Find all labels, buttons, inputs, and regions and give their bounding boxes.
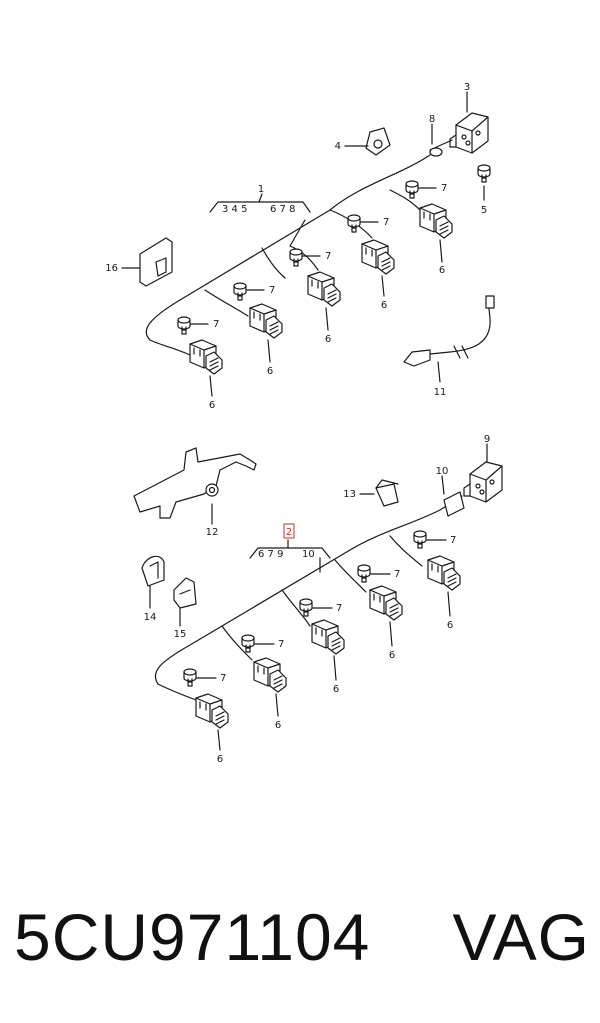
group-label-2: 2 — [286, 527, 292, 538]
group-refs-left: 6 7 9 — [258, 549, 283, 560]
contact-pin — [241, 634, 255, 653]
callout-7: 7 — [325, 251, 331, 262]
connector-housing — [419, 203, 453, 239]
callout-6: 6 — [381, 300, 387, 311]
callout-5: 5 — [481, 205, 487, 216]
connector-housing — [369, 585, 403, 621]
callout-6: 6 — [209, 400, 215, 411]
contact-pin — [347, 214, 361, 233]
clip — [141, 555, 165, 587]
connector-housing — [195, 693, 229, 729]
callout-4: 4 — [335, 141, 341, 152]
contact-pin — [233, 282, 247, 301]
part-caption: 5CU971104 VAG — [14, 892, 590, 982]
callout-6: 6 — [325, 334, 331, 345]
callout-6: 6 — [267, 366, 273, 377]
connector-housing — [307, 271, 341, 307]
callout-7: 7 — [269, 285, 275, 296]
callout-7: 7 — [336, 603, 342, 614]
brand-name: VAG — [452, 900, 590, 974]
group-label-1: 1 — [258, 184, 264, 195]
clip — [375, 479, 399, 507]
connector-housing — [253, 657, 287, 693]
connector-housing — [311, 619, 345, 655]
sensor-cable — [403, 295, 495, 367]
callout-leaders — [149, 443, 488, 751]
callout-leaders — [121, 91, 485, 397]
part-number: 5CU971104 — [14, 900, 371, 974]
lower-harness — [154, 509, 441, 701]
connector-plug — [439, 461, 503, 517]
grommet — [365, 127, 391, 156]
callout-7: 7 — [383, 217, 389, 228]
callout-16: 16 — [105, 263, 118, 274]
connector-housing — [361, 239, 395, 275]
connector-plug — [429, 112, 489, 157]
callout-7: 7 — [278, 639, 284, 650]
callout-8: 8 — [429, 114, 435, 125]
group-refs-left: 3 4 5 — [222, 204, 247, 215]
callout-6: 6 — [439, 265, 445, 276]
callout-7: 7 — [220, 673, 226, 684]
callout-12: 12 — [206, 527, 219, 538]
contact-pin — [183, 668, 197, 687]
highlight-box — [283, 523, 295, 539]
callout-7: 7 — [450, 535, 456, 546]
callout-13: 13 — [343, 489, 356, 500]
callout-6: 6 — [447, 620, 453, 631]
callout-7: 7 — [441, 183, 447, 194]
connector-housing — [427, 555, 461, 591]
callout-9: 9 — [484, 434, 490, 445]
callout-14: 14 — [144, 612, 157, 623]
clip — [173, 577, 197, 609]
contact-pin — [357, 564, 371, 583]
mounting-bracket — [133, 447, 257, 519]
contact-pin — [299, 598, 313, 617]
contact-pin — [413, 530, 427, 549]
contact-pin — [177, 316, 191, 335]
callout-7: 7 — [394, 569, 400, 580]
contact-pin — [289, 248, 303, 267]
group-refs-right: 6 7 8 — [270, 204, 295, 215]
callout-6: 6 — [275, 720, 281, 731]
callout-3: 3 — [464, 82, 470, 93]
callout-10: 10 — [436, 466, 449, 477]
connector-housing — [189, 339, 223, 375]
connector-housing — [249, 303, 283, 339]
contact-pin — [477, 164, 491, 183]
upper-harness — [145, 154, 431, 356]
bracket — [139, 237, 173, 287]
callout-6: 6 — [389, 650, 395, 661]
callout-11: 11 — [434, 387, 447, 398]
contact-pin — [405, 180, 419, 199]
callout-7: 7 — [213, 319, 219, 330]
callout-15: 15 — [174, 629, 187, 640]
callout-6: 6 — [333, 684, 339, 695]
callout-6: 6 — [217, 754, 223, 765]
group-refs-right: 10 — [302, 549, 315, 560]
